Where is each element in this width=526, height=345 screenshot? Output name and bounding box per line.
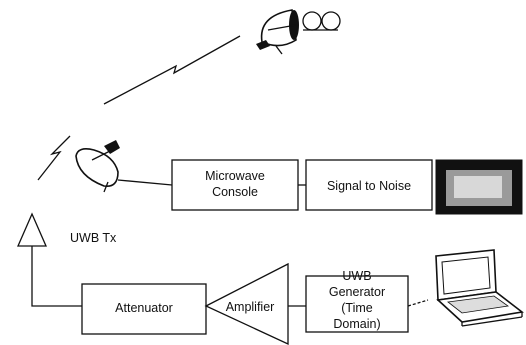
signal-to-noise-label: Signal to Noise [327,179,411,193]
microwave-console-block [171,159,299,211]
uwb-tx-label: UWB Tx [70,231,117,245]
uwb-generator-label-line3: (Time [341,301,373,315]
amplifier-block [204,262,289,345]
upper-dish-icon [256,9,299,55]
uwb-generator-block [305,275,409,333]
monitor-icon [435,159,523,215]
uwb-generator-label-line4: Domain) [333,317,380,331]
uwb-generator-label-line1: UWB [342,269,371,283]
lightning-link-left-icon [37,135,71,181]
lower-dish-icon [75,140,120,193]
uwb-generator-label-line2: Generator [329,285,385,299]
tape-reels-icon [302,11,341,31]
lightning-link-top-icon [103,35,241,105]
signal-to-noise-block [305,159,433,211]
attenuator-block [81,283,207,335]
attenuator-label: Attenuator [115,301,173,315]
uwb-tx-antenna-icon [17,212,47,247]
microwave-console-label-line1: Microwave [205,169,265,183]
amplifier-label: Amplifier [226,300,275,314]
laptop-icon [435,249,524,327]
microwave-console-label-line2: Console [212,185,258,199]
